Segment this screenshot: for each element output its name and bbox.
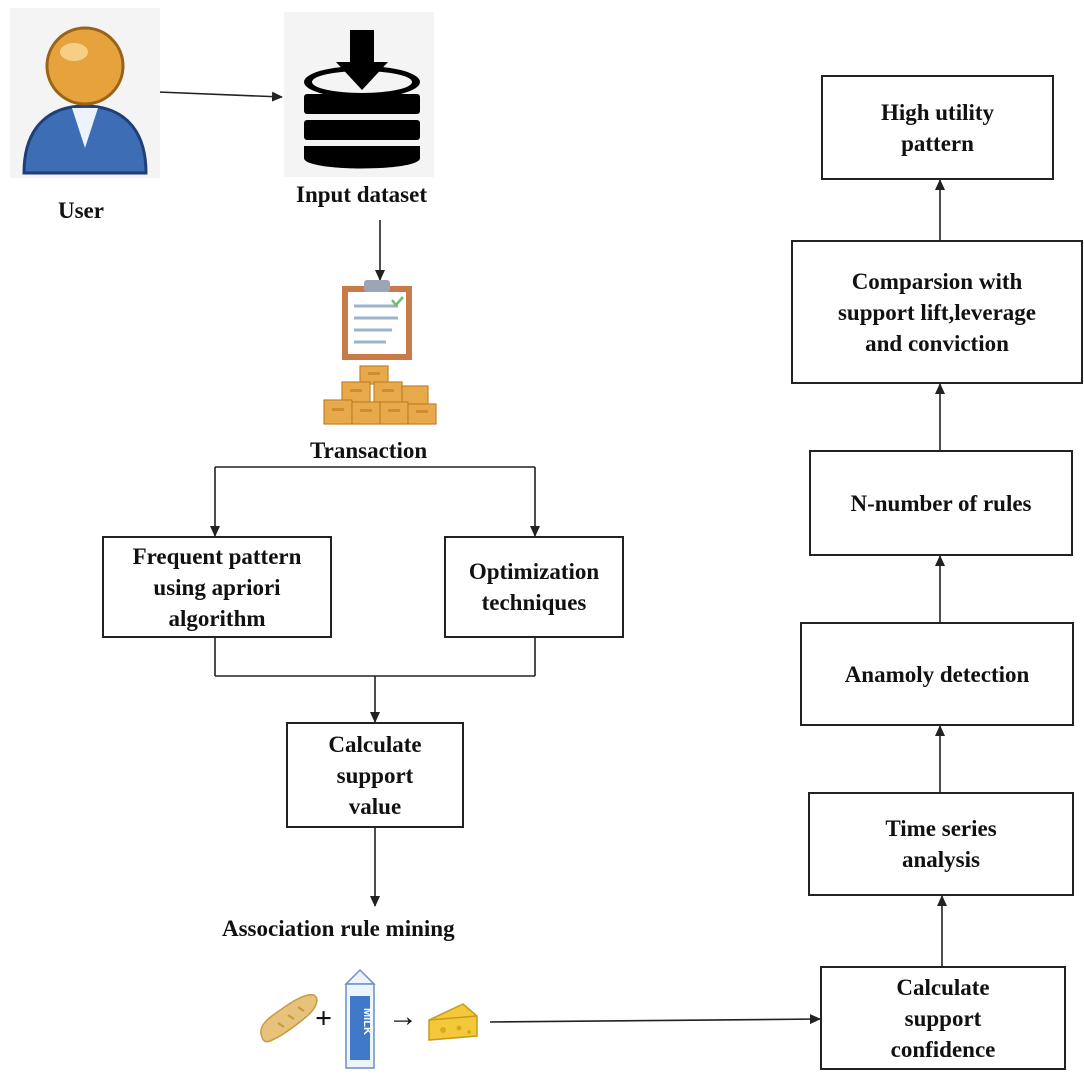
anomaly-detection-box: Anamoly detection: [800, 622, 1074, 726]
arrow-user-to-dataset: [157, 91, 283, 102]
boxes-icon: [323, 365, 437, 425]
rule-arrow: →: [388, 1000, 418, 1033]
calculate-support-value-box: Calculate support value: [286, 722, 464, 828]
milk-carton-text: MILK: [361, 1008, 373, 1035]
transaction-label: Transaction: [310, 438, 428, 463]
clipboard-icon: [342, 280, 412, 360]
arrow-to-support-confidence: [489, 1014, 821, 1025]
comparison-box: Comparsion with support lift,leverage an…: [791, 240, 1083, 384]
database-download-icon: [284, 12, 434, 177]
association-rule-mining-label: Association rule mining: [222, 916, 455, 941]
time-series-analysis-box: Time series analysis: [808, 792, 1074, 896]
frequent-pattern-box: Frequent pattern using apriori algorithm: [102, 536, 332, 638]
user-label: User: [58, 198, 104, 223]
n-number-of-rules-box: N-number of rules: [809, 450, 1073, 556]
high-utility-pattern-box: High utility pattern: [821, 75, 1054, 180]
user-icon: [10, 8, 160, 178]
bread-icon: [260, 994, 318, 1043]
calculate-support-confidence-box: Calculate support confidence: [820, 966, 1066, 1070]
plus-sign: +: [315, 1002, 333, 1035]
input-dataset-label: Input dataset: [296, 182, 428, 207]
cheese-icon: [428, 1003, 478, 1041]
optimization-box: Optimization techniques: [444, 536, 624, 638]
milk-carton-icon: MILK: [344, 968, 376, 1069]
